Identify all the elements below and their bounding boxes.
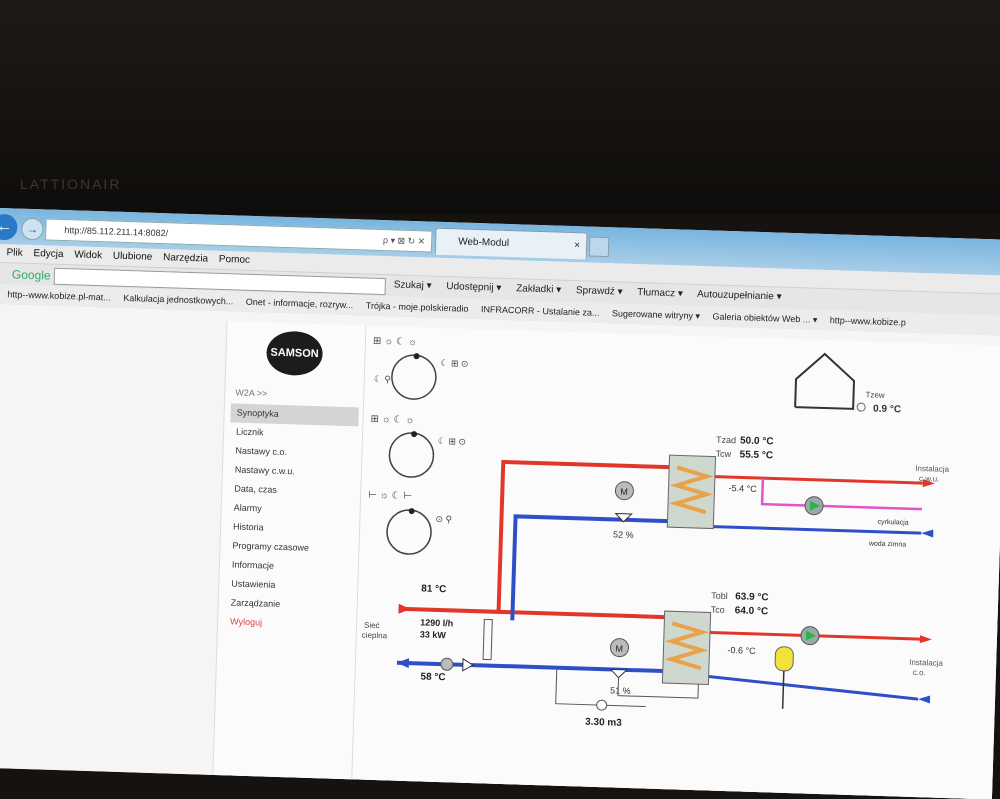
dhw-tzad-value: 50.0 °C [740,435,774,447]
dhw-outlet-label-1: Instalacja [915,464,950,474]
svg-text:⊞ ☼ ☾ ☼: ⊞ ☼ ☾ ☼ [373,336,417,348]
dhw-supply-pipe [496,459,670,612]
menu-favorites[interactable]: Ulubione [112,250,153,263]
web-modul-panel: SAMSON W2A >> Synoptyka Licznik Nastawy … [211,321,1000,799]
cold-water-label: woda zimna [868,540,907,548]
bezel-text: LATTIONAIR [20,176,122,192]
back-button[interactable]: ← [0,213,18,241]
heating-tco-label: Tco [711,605,725,615]
network-valve-icon[interactable] [462,657,474,672]
close-tab-icon[interactable]: × [574,240,581,252]
expansion-vessel-icon [774,646,794,672]
schematic-svg: ⊞ ☼ ☾ ☼ ☾ ⊞ ⊙ ☾ ⚲ ⊞ ☼ ☾ ☼ ☾ ⊞ ⊙ ⊢ ☼ ☾ ⊢ [362,336,950,729]
network-supply-pipe [398,606,665,620]
heating-return-pipe [708,674,919,701]
toolbar-autofill-button[interactable]: Autouzupełnianie ▾ [696,288,782,303]
dial-heating-circuit-2[interactable]: ⊞ ☼ ☾ ☼ ☾ ⊞ ⊙ [369,414,467,479]
thermometer-icon [856,402,866,412]
dhw-valve-percent: 52 % [613,529,634,540]
heating-tobl-label: Tobl [711,591,728,602]
outside-temp-label: Tzew [865,390,885,400]
dial-dhw-circuit[interactable]: ⊢ ☼ ☾ ⊢ ⊙ ⚲ [366,490,453,556]
heating-tobl-value: 63.9 °C [735,591,769,603]
synoptic-diagram: ⊞ ☼ ☾ ☼ ☾ ⊞ ⊙ ☾ ⚲ ⊞ ☼ ☾ ☼ ☾ ⊞ ⊙ ⊢ ☼ ☾ ⊢ [354,326,1000,771]
google-logo: Google [11,267,51,283]
dhw-valve-icon[interactable] [614,512,633,523]
house-icon [794,352,856,410]
heating-outlet-label-2: c.o. [913,668,926,677]
tab-label: Web-Modul [457,236,510,250]
dhw-heat-exchanger [666,454,717,530]
dhw-tcw-label: Tcw [715,449,731,459]
network-flow: 1290 l/h [420,617,453,628]
heating-valve-icon[interactable] [609,668,629,679]
menu-tools[interactable]: Narzędzia [162,252,209,265]
menu-edit[interactable]: Edycja [33,248,64,261]
dial-heating-circuit-1[interactable]: ⊞ ☼ ☾ ☼ ☾ ⊞ ⊙ ☾ ⚲ [371,336,469,401]
sidebar: SAMSON W2A >> Synoptyka Licznik Nastawy … [212,321,367,796]
network-bypass [482,618,493,661]
heating-motor-icon[interactable] [609,638,629,658]
arrow-right-icon: → [26,221,39,237]
arrow-left-icon: ← [0,217,13,236]
dhw-return-pipe [510,514,668,621]
dhw-tcw-value: 55.5 °C [739,449,773,461]
outside-temp-value: 0.9 °C [873,404,901,416]
forward-button[interactable]: → [21,217,44,241]
network-label-1: Sieć [364,621,380,630]
tab-web-modul[interactable]: Web-Modul × [434,227,588,260]
browser-window: ← → http://85.112.211.14:8082/ ρ ▾ ⊠ ↻ ✕… [0,208,1000,799]
samson-logo: SAMSON [265,330,324,377]
menu-file[interactable]: Plik [6,247,23,259]
flow-meter-icon [440,657,454,671]
menu-view[interactable]: Widok [74,249,103,262]
network-return-temp: 58 °C [420,671,445,683]
dhw-tzad-label: Tzad [716,435,736,446]
network-supply-temp: 81 °C [421,583,446,595]
heating-valve-percent: 51 % [610,685,631,696]
favorite-link[interactable]: Sugerowane witryny ▾ [611,308,701,322]
toolbar-search-button[interactable]: Szukaj ▾ [393,279,432,292]
dhw-out-pipe [714,475,923,485]
svg-text:⊞ ☼ ☾ ☼: ⊞ ☼ ☾ ☼ [370,414,414,426]
toolbar-share-button[interactable]: Udostępnij ▾ [446,281,502,294]
sidebar-nav: Synoptyka Licznik Nastawy c.o. Nastawy c… [224,403,359,635]
toolbar-check-button[interactable]: Sprawdź ▾ [575,285,623,298]
circulation-pipe [760,478,923,511]
heating-heat-exchanger [661,610,712,686]
monitor-bezel [0,0,1000,215]
heating-outlet-label-1: Instalacja [909,658,944,668]
new-tab-button[interactable] [588,236,610,258]
network-label-2: cieplna [362,631,388,641]
address-controls[interactable]: ρ ▾ ⊠ ↻ ✕ [382,235,426,247]
nav-item-logout[interactable]: Wyloguj [229,616,263,628]
cold-water-pipe [713,525,922,535]
volume-value: 3.30 m3 [585,717,622,729]
volume-meter-icon [596,699,608,711]
heating-motor-label: M [615,644,623,654]
heating-delta-value: -0.6 °C [727,645,756,656]
dhw-motor-icon[interactable] [614,481,634,501]
svg-text:☾ ⊞ ⊙: ☾ ⊞ ⊙ [438,436,466,447]
toolbar-translate-button[interactable]: Tłumacz ▾ [637,287,683,300]
menu-help[interactable]: Pomoc [218,253,251,266]
favorite-link[interactable]: http--www.kobize.p [829,315,906,328]
circulation-label: cyrkulacja [877,519,908,527]
svg-text:⊢ ☼ ☾ ⊢: ⊢ ☼ ☾ ⊢ [368,490,412,502]
dhw-motor-label: M [620,487,628,497]
heating-tco-value: 64.0 °C [735,605,769,617]
address-url: http://85.112.211.14:8082/ [64,225,169,239]
breadcrumb[interactable]: W2A >> [235,387,268,399]
dhw-outlet-label-2: c.w.u. [919,474,940,484]
page-content: SAMSON W2A >> Synoptyka Licznik Nastawy … [0,303,1000,799]
dhw-delta-value: -5.4 °C [728,483,757,494]
network-power: 33 kW [420,629,447,640]
svg-text:⊙ ⚲: ⊙ ⚲ [435,514,452,525]
svg-text:☾ ⊞ ⊙: ☾ ⊞ ⊙ [440,358,468,369]
toolbar-bookmarks-button[interactable]: Zakładki ▾ [515,283,562,296]
svg-text:☾ ⚲: ☾ ⚲ [374,374,391,385]
